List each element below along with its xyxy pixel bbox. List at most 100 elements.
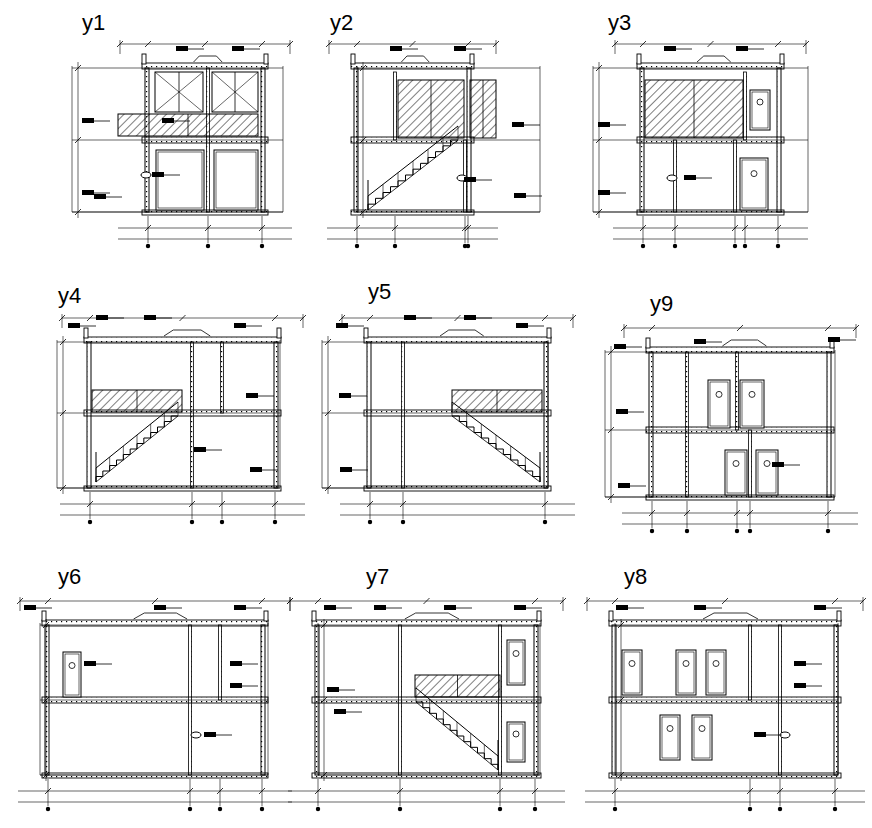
roof-slab	[312, 620, 541, 626]
grid-bubble	[46, 807, 50, 811]
drawing-line	[745, 216, 746, 243]
drawing-line	[806, 686, 822, 687]
drawing-line	[45, 598, 51, 604]
dimension-mark	[96, 315, 108, 320]
drawing-line	[476, 180, 492, 181]
drawing-line	[413, 161, 414, 175]
drawing-line	[416, 688, 498, 756]
interior-wall	[499, 625, 502, 775]
interior-wall	[399, 625, 402, 775]
drawing-line	[806, 40, 807, 54]
drawing-line	[416, 702, 498, 770]
ground-slab	[84, 486, 281, 491]
window-panel	[155, 72, 203, 112]
interior-wall	[749, 430, 752, 497]
drawing-line	[120, 40, 121, 54]
drawing-line	[219, 501, 225, 507]
drawing-line	[475, 330, 484, 336]
door-panel	[158, 152, 202, 208]
drawing-line	[649, 325, 655, 331]
ground-slab	[637, 210, 784, 215]
dimension-mark	[736, 46, 748, 51]
drawing-line	[825, 510, 831, 516]
drawing-line	[96, 402, 178, 468]
grid-bubble	[673, 244, 677, 248]
roof-slab	[364, 337, 551, 343]
drawing-line	[60, 485, 66, 491]
door-panel	[509, 642, 523, 683]
door-panel	[509, 724, 523, 760]
drawing-line	[431, 80, 432, 138]
drawing-line	[496, 40, 497, 54]
outer-wall	[544, 342, 548, 488]
drawing-line	[835, 779, 836, 806]
drawing-line	[449, 330, 475, 331]
drawing-line	[201, 330, 210, 336]
drawing-line	[144, 613, 176, 614]
grid-bubble	[260, 807, 264, 811]
drawing-line	[428, 149, 429, 163]
drawing-line	[545, 492, 546, 519]
door-panel	[624, 652, 640, 693]
drawing-line	[336, 608, 352, 609]
drawing-line	[321, 772, 327, 778]
drawing-line	[784, 465, 800, 466]
drawing-line	[90, 492, 91, 519]
drawing-line	[87, 501, 93, 507]
dimension-mark	[84, 661, 96, 666]
drawing-line	[188, 114, 189, 136]
drawing-line	[60, 410, 66, 416]
drawing-line	[456, 608, 472, 609]
drawing-line	[724, 56, 731, 62]
door-panel	[662, 717, 678, 758]
grid-bubble	[393, 244, 397, 248]
drawing-line	[750, 779, 751, 806]
drawing-line	[150, 424, 151, 438]
outer-wall	[87, 342, 91, 488]
outer-wall	[612, 625, 616, 775]
interior-wall	[221, 342, 224, 413]
drawing-line	[208, 216, 209, 243]
grid-bubble	[220, 520, 224, 524]
drawing-line	[628, 412, 644, 413]
drawing-line	[652, 501, 653, 528]
parapet	[646, 338, 650, 348]
ground-slab	[42, 773, 268, 778]
grid-bubble	[685, 529, 689, 533]
door-fixture	[513, 651, 519, 657]
drawing-line	[152, 598, 158, 604]
drawing-line	[714, 613, 747, 614]
drawing-line	[290, 597, 291, 611]
drawing-line	[60, 504, 305, 505]
drawing-line	[465, 225, 471, 231]
floor-slab	[142, 137, 268, 143]
door-fixture	[716, 391, 722, 397]
drawing-line	[325, 410, 331, 416]
drawing-line	[397, 788, 403, 794]
floor-slab	[609, 697, 841, 703]
drawing-line	[202, 41, 208, 47]
drawing-line	[608, 427, 614, 433]
drawing-line	[455, 315, 461, 321]
drawing-line	[235, 72, 236, 112]
dimension-mark	[324, 605, 336, 610]
dimension-mark	[194, 447, 206, 452]
ground-slab	[646, 495, 834, 500]
grid-bubble	[748, 807, 752, 811]
interior-wall	[736, 352, 739, 430]
drawing-line	[288, 791, 565, 792]
drawing-line	[176, 613, 187, 619]
drawing-line	[222, 492, 223, 519]
drawing-line	[778, 216, 779, 243]
door-fixture	[751, 171, 757, 177]
drawing-line	[339, 690, 355, 691]
interior-wall	[749, 625, 752, 700]
dimension-mark	[204, 732, 216, 737]
door-elevation	[692, 715, 712, 760]
drawing-line	[118, 228, 292, 229]
drawing-line	[626, 347, 642, 348]
drawing-line	[452, 402, 453, 416]
grid-bubble	[735, 529, 739, 533]
door-elevation	[708, 380, 730, 428]
drawing-line	[424, 56, 430, 62]
